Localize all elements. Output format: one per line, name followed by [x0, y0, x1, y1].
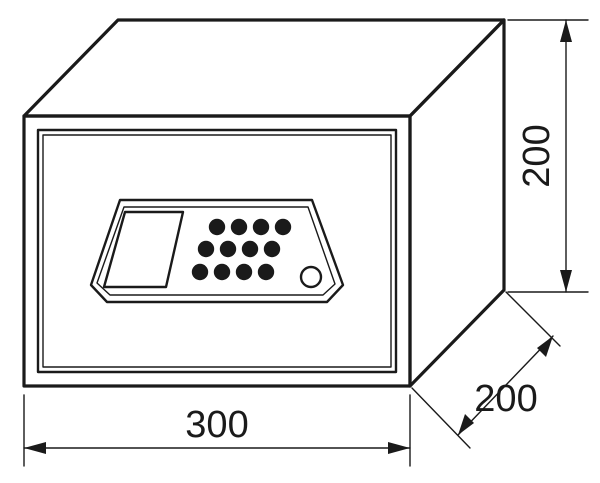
keypad-key-icon [241, 240, 259, 258]
depth-label: 200 [474, 378, 537, 420]
height-label: 200 [516, 124, 558, 187]
depth-dimension: 200 [411, 291, 561, 449]
safe-front-face [22, 114, 412, 388]
keypad-key-icon [197, 240, 215, 258]
keypad-key-icon [213, 263, 231, 281]
safe-top-face [22, 18, 506, 118]
depth-extension-front [411, 387, 471, 449]
keypad-key-icon [230, 218, 248, 236]
keypad-key-icon [263, 240, 281, 258]
depth-dimension-line [457, 335, 554, 436]
control-panel-inner-outline [96, 206, 336, 296]
height-arrow-top-icon [560, 20, 572, 42]
safe-door [36, 128, 398, 374]
door-inner-frame [42, 134, 392, 368]
width-label: 300 [185, 404, 248, 446]
depth-extension-back [505, 291, 561, 347]
safe-body [22, 18, 506, 388]
keypad-key-icon [235, 263, 253, 281]
width-arrow-left-icon [24, 442, 46, 454]
safe-side-face [408, 18, 506, 388]
width-arrow-right-icon [388, 442, 410, 454]
keypad-key-icon [274, 218, 292, 236]
keypad-key-icon [252, 218, 270, 236]
width-dimension: 300 [23, 394, 411, 467]
keypad-key-icon [191, 263, 209, 281]
depth-arrow-back-icon [537, 336, 553, 357]
keypad [191, 218, 292, 281]
control-panel-outline [89, 198, 345, 304]
keypad-key-icon [257, 263, 275, 281]
height-arrow-bottom-icon [560, 270, 572, 292]
depth-arrow-front-icon [458, 414, 474, 435]
display-screen [102, 210, 185, 289]
keypad-key-icon [219, 240, 237, 258]
door-outer-frame [36, 128, 398, 374]
keypad-key-icon [208, 218, 226, 236]
dial-knob-icon [299, 265, 323, 289]
control-panel [89, 198, 345, 304]
height-dimension: 200 [507, 19, 589, 293]
